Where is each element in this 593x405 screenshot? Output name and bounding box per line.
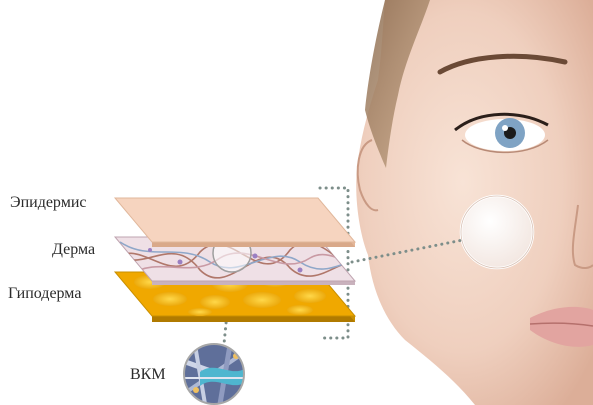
hypodermis-label: Гиподерма xyxy=(8,285,81,303)
cheek-zoom-circle xyxy=(461,196,533,268)
dermis-label: Дерма xyxy=(52,241,95,259)
ecm-label: ВКМ xyxy=(130,366,166,384)
epidermis-label: Эпидермис xyxy=(10,194,86,212)
ecm-circle xyxy=(180,344,250,404)
epidermis-layer xyxy=(115,198,355,247)
